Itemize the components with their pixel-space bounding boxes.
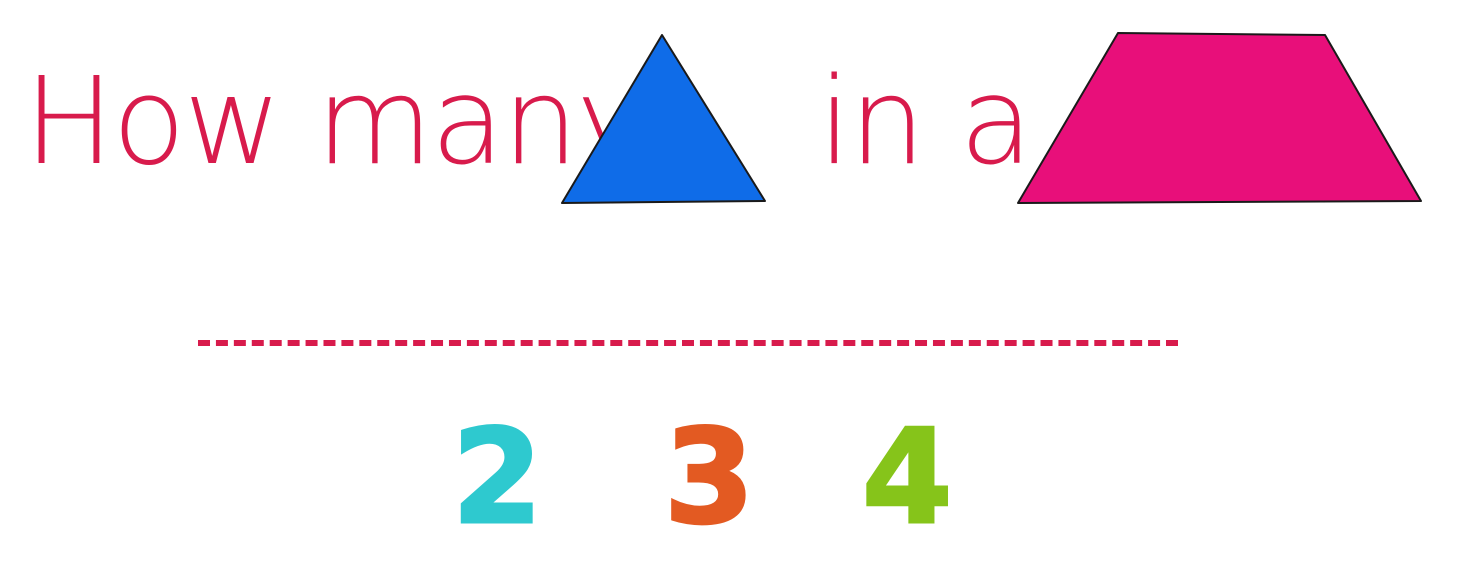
choice-3-button[interactable]: 3 bbox=[662, 401, 755, 553]
question-text-in-a: in a bbox=[818, 53, 1033, 192]
answer-blank-line bbox=[198, 340, 1178, 346]
blue-triangle-shape bbox=[561, 34, 766, 204]
answer-choices: 2 3 4 bbox=[0, 401, 1471, 553]
choice-4-button[interactable]: 4 bbox=[860, 401, 953, 553]
question-text-how-many: How many bbox=[24, 53, 647, 192]
choice-2-button[interactable]: 2 bbox=[450, 401, 543, 553]
pink-trapezoid-shape bbox=[1017, 32, 1422, 204]
